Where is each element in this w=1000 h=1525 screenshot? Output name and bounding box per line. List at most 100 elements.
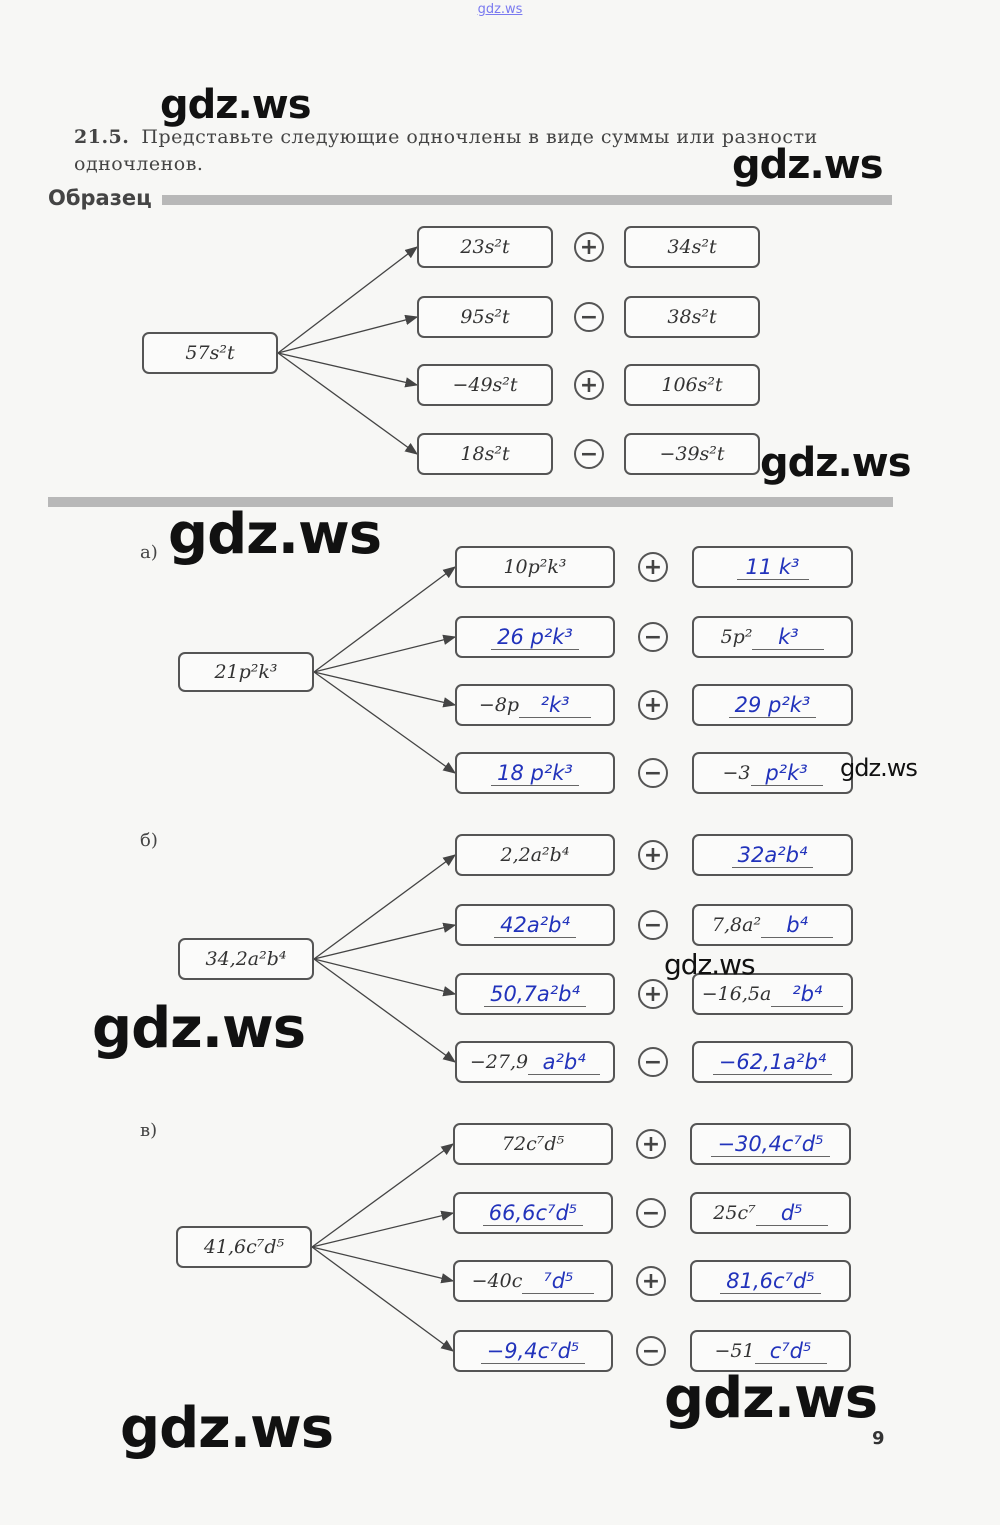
right-answer-field[interactable]: 29 p²k³ xyxy=(692,684,853,726)
watermark: gdz.ws xyxy=(664,1366,878,1431)
middle-monomial-box: 23s²t xyxy=(417,226,553,268)
printed-monomial: 18s²t xyxy=(460,443,510,465)
source-monomial: 21p²k³ xyxy=(214,661,278,683)
handwritten-answer[interactable]: 11 k³ xyxy=(736,555,809,580)
middle-answer-field[interactable]: 18 p²k³ xyxy=(455,752,615,794)
arrow xyxy=(313,671,457,774)
arrow xyxy=(311,1210,455,1248)
watermark: gdz.ws xyxy=(664,948,756,981)
printed-monomial: −39s²t xyxy=(659,443,725,465)
middle-answer-field[interactable]: 66,6c⁷d⁵ xyxy=(453,1192,613,1234)
handwritten-answer[interactable]: p²k³ xyxy=(750,761,823,786)
minus-operator-icon: − xyxy=(574,302,604,332)
right-answer-field[interactable]: 32a²b⁴ xyxy=(692,834,853,876)
printed-monomial: 5p² xyxy=(720,626,753,648)
middle-monomial-box: 2,2a²b⁴ xyxy=(455,834,615,876)
arrow xyxy=(313,854,457,960)
middle-answer-field[interactable]: 42a²b⁴ xyxy=(455,904,615,946)
right-answer-field[interactable]: 81,6c⁷d⁵ xyxy=(690,1260,851,1302)
middle-monomial-box: 10p²k³ xyxy=(455,546,615,588)
watermark: gdz.ws xyxy=(732,142,884,188)
minus-operator-icon: − xyxy=(638,910,668,940)
handwritten-answer[interactable]: ²b⁴ xyxy=(771,982,844,1007)
handwritten-answer[interactable]: 32a²b⁴ xyxy=(731,843,814,868)
task-number: 21.5. xyxy=(74,126,130,148)
source-monomial: 57s²t xyxy=(185,342,235,364)
handwritten-answer[interactable]: k³ xyxy=(752,625,825,650)
arrow xyxy=(277,246,419,354)
minus-operator-icon: − xyxy=(636,1198,666,1228)
arrow xyxy=(277,352,419,455)
printed-monomial: −27,9 xyxy=(469,1051,529,1073)
plus-operator-icon: + xyxy=(638,840,668,870)
plus-operator-icon: + xyxy=(574,370,604,400)
right-answer-field[interactable]: −30,4c⁷d⁵ xyxy=(690,1123,851,1165)
section-divider xyxy=(48,497,893,507)
plus-operator-icon: + xyxy=(638,690,668,720)
watermark: gdz.ws xyxy=(120,1396,334,1461)
task-statement: 21.5.Представьте следующие одночлены в в… xyxy=(74,124,894,178)
watermark: gdz.ws xyxy=(168,502,382,567)
right-monomial-box: 106s²t xyxy=(624,364,760,406)
handwritten-answer[interactable]: 18 p²k³ xyxy=(491,761,579,786)
handwritten-answer[interactable]: c⁷d⁵ xyxy=(754,1339,827,1364)
printed-monomial: −16,5a xyxy=(701,983,772,1005)
arrow xyxy=(313,566,457,673)
printed-monomial: 10p²k³ xyxy=(503,556,567,578)
top-watermark-link[interactable]: gdz.ws xyxy=(477,2,523,17)
plus-operator-icon: + xyxy=(636,1266,666,1296)
handwritten-answer[interactable]: 29 p²k³ xyxy=(728,693,817,718)
handwritten-answer[interactable]: ²k³ xyxy=(519,693,592,718)
right-answer-field[interactable]: 11 k³ xyxy=(692,546,853,588)
handwritten-answer[interactable]: a²b⁴ xyxy=(528,1050,601,1075)
middle-answer-field[interactable]: −9,4c⁷d⁵ xyxy=(453,1330,613,1372)
task-text: Представьте следующие одночлены в виде с… xyxy=(74,126,818,175)
right-monomial-box: 34s²t xyxy=(624,226,760,268)
right-answer-field[interactable]: −62,1a²b⁴ xyxy=(692,1041,853,1083)
handwritten-answer[interactable]: 66,6c⁷d⁵ xyxy=(482,1201,584,1226)
handwritten-answer[interactable]: b⁴ xyxy=(761,913,834,938)
handwritten-answer[interactable]: ⁷d⁵ xyxy=(522,1269,595,1294)
arrow xyxy=(311,1246,455,1284)
handwritten-answer[interactable]: −9,4c⁷d⁵ xyxy=(480,1339,586,1364)
printed-monomial: −49s²t xyxy=(452,374,518,396)
printed-monomial: 72c⁷d⁵ xyxy=(501,1133,565,1155)
right-monomial-box: −39s²t xyxy=(624,433,760,475)
printed-monomial: −51 xyxy=(714,1340,755,1362)
handwritten-answer[interactable]: −62,1a²b⁴ xyxy=(712,1050,833,1075)
middle-answer-field[interactable]: 26 p²k³ xyxy=(455,616,615,658)
arrow xyxy=(313,634,457,673)
printed-monomial: 38s²t xyxy=(667,306,717,328)
arrow xyxy=(277,314,419,354)
middle-monomial-box: 95s²t xyxy=(417,296,553,338)
watermark: gdz.ws xyxy=(760,440,912,486)
handwritten-answer[interactable]: 81,6c⁷d⁵ xyxy=(720,1269,821,1294)
sample-divider xyxy=(162,195,892,205)
arrow xyxy=(313,958,457,997)
handwritten-answer[interactable]: 42a²b⁴ xyxy=(494,913,576,938)
middle-answer-field[interactable]: 50,7a²b⁴ xyxy=(455,973,615,1015)
printed-monomial: 34s²t xyxy=(667,236,717,258)
diagram-label: а) xyxy=(140,542,158,563)
handwritten-answer[interactable]: d⁵ xyxy=(755,1201,828,1226)
handwritten-answer[interactable]: −30,4c⁷d⁵ xyxy=(711,1132,830,1157)
printed-monomial: −3 xyxy=(722,762,751,784)
printed-monomial: 7,8a² xyxy=(711,914,762,936)
sample-label: Образец xyxy=(48,186,152,210)
arrow xyxy=(313,958,457,1063)
handwritten-answer[interactable]: 50,7a²b⁴ xyxy=(484,982,586,1007)
handwritten-answer[interactable]: 26 p²k³ xyxy=(491,625,579,650)
source-monomial-box: 21p²k³ xyxy=(178,652,314,692)
source-monomial: 41,6c⁷d⁵ xyxy=(203,1236,285,1258)
